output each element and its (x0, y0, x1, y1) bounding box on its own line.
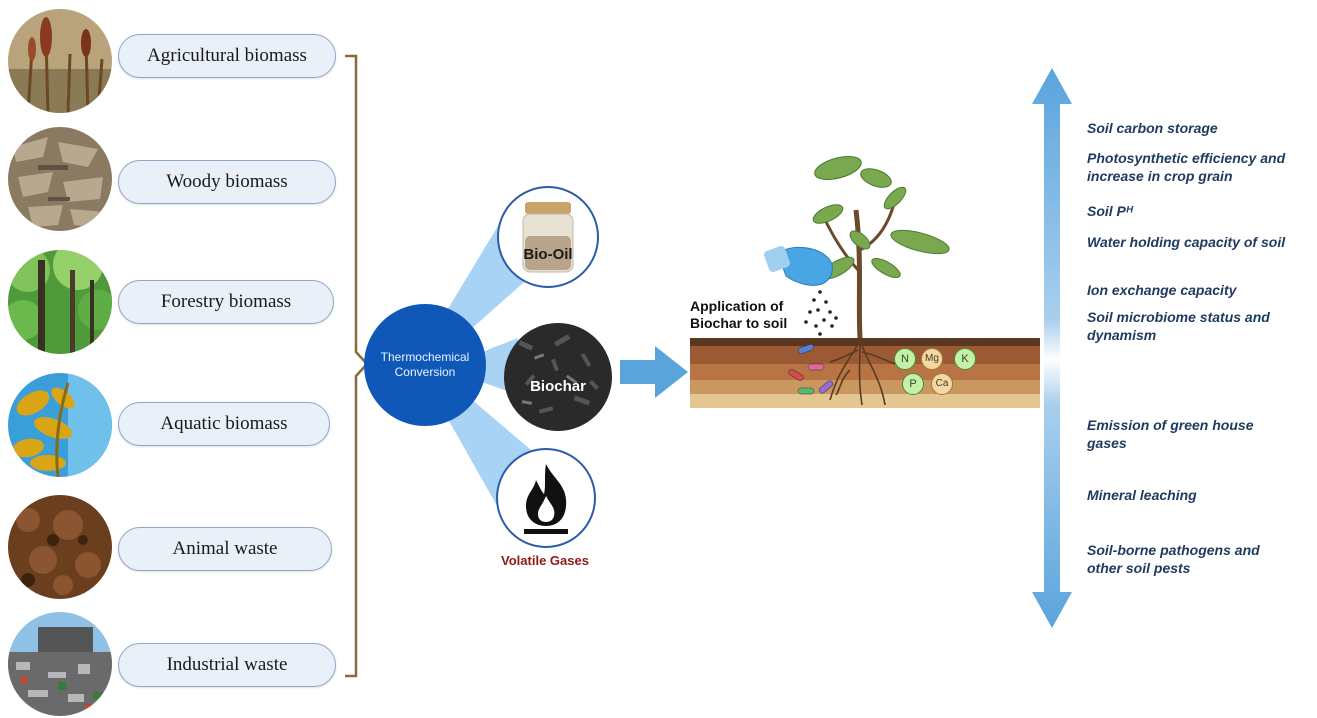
effect-microbiome: Soil microbiome status and dynamism (1087, 309, 1270, 343)
nutrient-p: P (902, 373, 924, 395)
biomass-label-aquatic: Aquatic biomass (118, 402, 330, 446)
biomass-label-forestry: Forestry biomass (118, 280, 334, 324)
biomass-label-industrial: Industrial waste (118, 643, 336, 687)
arrow-to-soil (620, 346, 688, 398)
bio-oil-label: Bio-Oil (523, 246, 573, 263)
agricultural-biomass-photo (8, 9, 112, 113)
biochar-node: Biochar (504, 323, 612, 431)
flame-icon (524, 464, 568, 534)
effect-soil-carbon: Soil carbon storage (1087, 120, 1218, 136)
biomass-label-woody: Woody biomass (118, 160, 336, 204)
effect-water-holding: Water holding capacity of soil (1087, 234, 1286, 250)
effect-soil-ph: Soil Pᴴ (1087, 203, 1133, 219)
effect-ghg-emission: Emission of green house gases (1087, 417, 1254, 451)
nutrient-k: K (954, 348, 976, 370)
volatile-gases-label: Volatile Gases (501, 553, 589, 568)
nutrient-n: N (894, 348, 916, 370)
application-label: Application of Biochar to soil (690, 298, 788, 331)
biomass-label-animal: Animal waste (118, 527, 332, 571)
thermochemical-conversion-label: Thermochemical Conversion (380, 350, 470, 379)
nutrient-p-label: P (909, 378, 917, 390)
biochar-label: Biochar (530, 378, 586, 395)
nutrient-ca: Ca (931, 373, 953, 395)
effect-photosynthetic: Photosynthetic efficiency and increase i… (1087, 150, 1286, 184)
soil-plant-illustration (690, 156, 1040, 408)
nutrient-n-label: N (901, 353, 909, 365)
animal-waste-photo (8, 495, 112, 599)
nutrient-mg-label: Mg (925, 353, 939, 364)
nutrient-k-label: K (961, 353, 969, 365)
biochar-texture (518, 334, 599, 414)
volatile-gases-node (496, 448, 596, 548)
effects-double-arrow (1032, 68, 1072, 628)
biomass-label-agricultural: Agricultural biomass (118, 34, 336, 78)
nutrient-ca-label: Ca (935, 378, 949, 389)
thermochemical-conversion-node: Thermochemical Conversion (364, 304, 486, 426)
jar-icon (522, 202, 574, 273)
effect-mineral-leaching: Mineral leaching (1087, 487, 1197, 503)
effect-ion-exchange: Ion exchange capacity (1087, 282, 1237, 298)
nutrient-mg: Mg (921, 348, 943, 370)
effect-pathogens: Soil-borne pathogens and other soil pest… (1087, 542, 1260, 576)
forestry-biomass-photo (8, 250, 112, 354)
woody-biomass-photo (8, 127, 112, 231)
bio-oil-node: Bio-Oil (497, 186, 599, 288)
